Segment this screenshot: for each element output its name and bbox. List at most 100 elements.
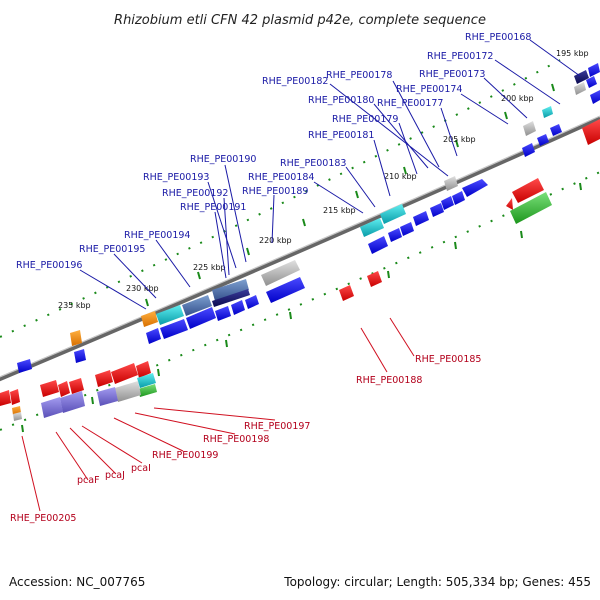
gene-label[interactable]: RHE_PE00172 — [427, 51, 493, 62]
gene-feature[interactable] — [17, 359, 32, 373]
gene-feature[interactable] — [388, 228, 402, 242]
gene-feature[interactable] — [156, 305, 184, 325]
gene-feature[interactable] — [69, 378, 84, 394]
gene-label[interactable]: RHE_PE00196 — [16, 260, 82, 271]
gene-feature[interactable] — [512, 178, 544, 203]
gene-feature[interactable] — [95, 370, 113, 387]
gene-feature[interactable] — [137, 373, 156, 388]
gene-label[interactable]: RHE_PE00189 — [242, 186, 308, 197]
gene-label[interactable]: RHE_PE00205 — [10, 513, 76, 524]
gene-feature[interactable] — [40, 380, 59, 397]
gene-label[interactable]: RHE_PE00180 — [308, 95, 374, 106]
gene-label[interactable]: RHE_PE00181 — [308, 130, 374, 141]
gene-feature[interactable] — [550, 124, 562, 136]
gene-label[interactable]: RHE_PE00197 — [244, 421, 310, 432]
gene-feature[interactable] — [111, 363, 138, 384]
tick-label: 215 kbp — [323, 206, 356, 215]
gene-feature[interactable] — [444, 176, 458, 191]
tick-label: 225 kbp — [193, 263, 226, 272]
gene-feature[interactable] — [41, 397, 63, 418]
gene-feature[interactable] — [441, 196, 454, 210]
gene-feature[interactable] — [261, 260, 300, 286]
forward-gene-labels: RHE_PE00168 RHE_PE00172 RHE_PE00173 RHE_… — [16, 32, 531, 271]
gene-label[interactable]: RHE_PE00182 — [262, 76, 328, 87]
gene-feature[interactable] — [537, 134, 549, 146]
gene-feature[interactable] — [462, 179, 488, 197]
tick-label: 210 kbp — [384, 172, 417, 181]
gene-label[interactable]: pcaI — [131, 463, 151, 474]
gene-label[interactable]: RHE_PE00199 — [152, 450, 218, 461]
gene-label[interactable]: RHE_PE00174 — [396, 84, 462, 95]
gene-label[interactable]: RHE_PE00190 — [190, 154, 256, 165]
gene-label[interactable]: RHE_PE00173 — [419, 69, 485, 80]
gene-label[interactable]: RHE_PE00185 — [415, 354, 481, 365]
gene-label[interactable]: pcaF — [77, 475, 100, 486]
gene-feature[interactable] — [215, 306, 231, 321]
gene-feature[interactable] — [430, 203, 444, 217]
tick-label: 220 kbp — [259, 236, 292, 245]
gene-feature[interactable] — [590, 90, 600, 104]
gene-feature[interactable] — [367, 271, 382, 287]
gene-feature[interactable] — [70, 330, 82, 346]
gene-feature[interactable] — [0, 390, 11, 406]
gene-label[interactable]: RHE_PE00195 — [79, 244, 145, 255]
tick-label: 235 kbp — [58, 301, 91, 310]
gene-label[interactable]: RHE_PE00193 — [143, 172, 209, 183]
gene-feature[interactable] — [186, 307, 216, 329]
gene-feature[interactable] — [586, 76, 597, 88]
gene-feature[interactable] — [231, 300, 245, 315]
accession-text: Accession: NC_007765 — [9, 575, 145, 589]
gene-feature[interactable] — [523, 121, 536, 136]
gene-feature[interactable] — [58, 381, 70, 397]
gene-feature[interactable] — [582, 119, 600, 145]
gene-feature[interactable] — [212, 289, 250, 307]
forward-leader-lines — [79, 39, 581, 310]
gene-feature[interactable] — [574, 82, 586, 95]
gene-feature[interactable] — [400, 222, 414, 236]
gene-label[interactable]: pcaJ — [105, 470, 125, 481]
gene-feature[interactable] — [380, 204, 406, 224]
gene-feature[interactable] — [10, 389, 20, 405]
gene-feature[interactable] — [141, 311, 158, 327]
gene-feature[interactable] — [413, 211, 429, 226]
gene-feature[interactable] — [60, 391, 85, 413]
gene-feature[interactable] — [212, 279, 249, 301]
gene-feature[interactable] — [245, 295, 259, 309]
gene-feature[interactable] — [115, 381, 141, 402]
gene-label[interactable]: RHE_PE00183 — [280, 158, 346, 169]
gene-label[interactable]: RHE_PE00178 — [326, 70, 392, 81]
gene-feature[interactable] — [452, 191, 465, 205]
gene-feature[interactable] — [574, 70, 589, 84]
gene-feature[interactable] — [138, 384, 157, 397]
plasmid-backbone — [0, 115, 600, 382]
tick-label: 200 kbp — [501, 94, 534, 103]
gene-label[interactable]: RHE_PE00188 — [356, 375, 422, 386]
gene-feature[interactable] — [360, 218, 384, 237]
gene-feature[interactable] — [266, 277, 305, 303]
gene-label[interactable]: RHE_PE00192 — [162, 188, 228, 199]
gene-label[interactable]: RHE_PE00177 — [377, 98, 443, 109]
gene-feature[interactable] — [510, 192, 552, 224]
gene-label[interactable]: RHE_PE00194 — [124, 230, 190, 241]
gene-feature[interactable] — [588, 63, 600, 77]
gene-feature[interactable] — [522, 143, 535, 157]
gene-feature[interactable] — [13, 412, 22, 421]
kbp-tick-labels: 195 kbp 200 kbp 205 kbp 210 kbp 215 kbp … — [58, 49, 589, 310]
gene-feature[interactable] — [368, 236, 388, 254]
gene-label[interactable]: RHE_PE00179 — [332, 114, 398, 125]
gene-feature[interactable] — [74, 349, 86, 363]
gene-feature[interactable] — [136, 361, 151, 378]
gene-label[interactable]: RHE_PE00191 — [180, 202, 246, 213]
gene-label[interactable]: RHE_PE00198 — [203, 434, 269, 445]
gene-feature[interactable] — [339, 285, 354, 301]
major-ticks-outer — [145, 83, 555, 307]
gene-feature[interactable] — [506, 198, 513, 210]
gene-label[interactable]: RHE_PE00184 — [248, 172, 314, 183]
gene-feature[interactable] — [97, 387, 118, 406]
gene-feature[interactable] — [182, 295, 212, 316]
gene-feature[interactable] — [146, 328, 161, 344]
gene-feature[interactable] — [542, 106, 553, 118]
gene-feature[interactable] — [160, 319, 188, 339]
gene-label[interactable]: RHE_PE00168 — [465, 32, 531, 43]
reverse-leader-lines — [21, 317, 415, 512]
